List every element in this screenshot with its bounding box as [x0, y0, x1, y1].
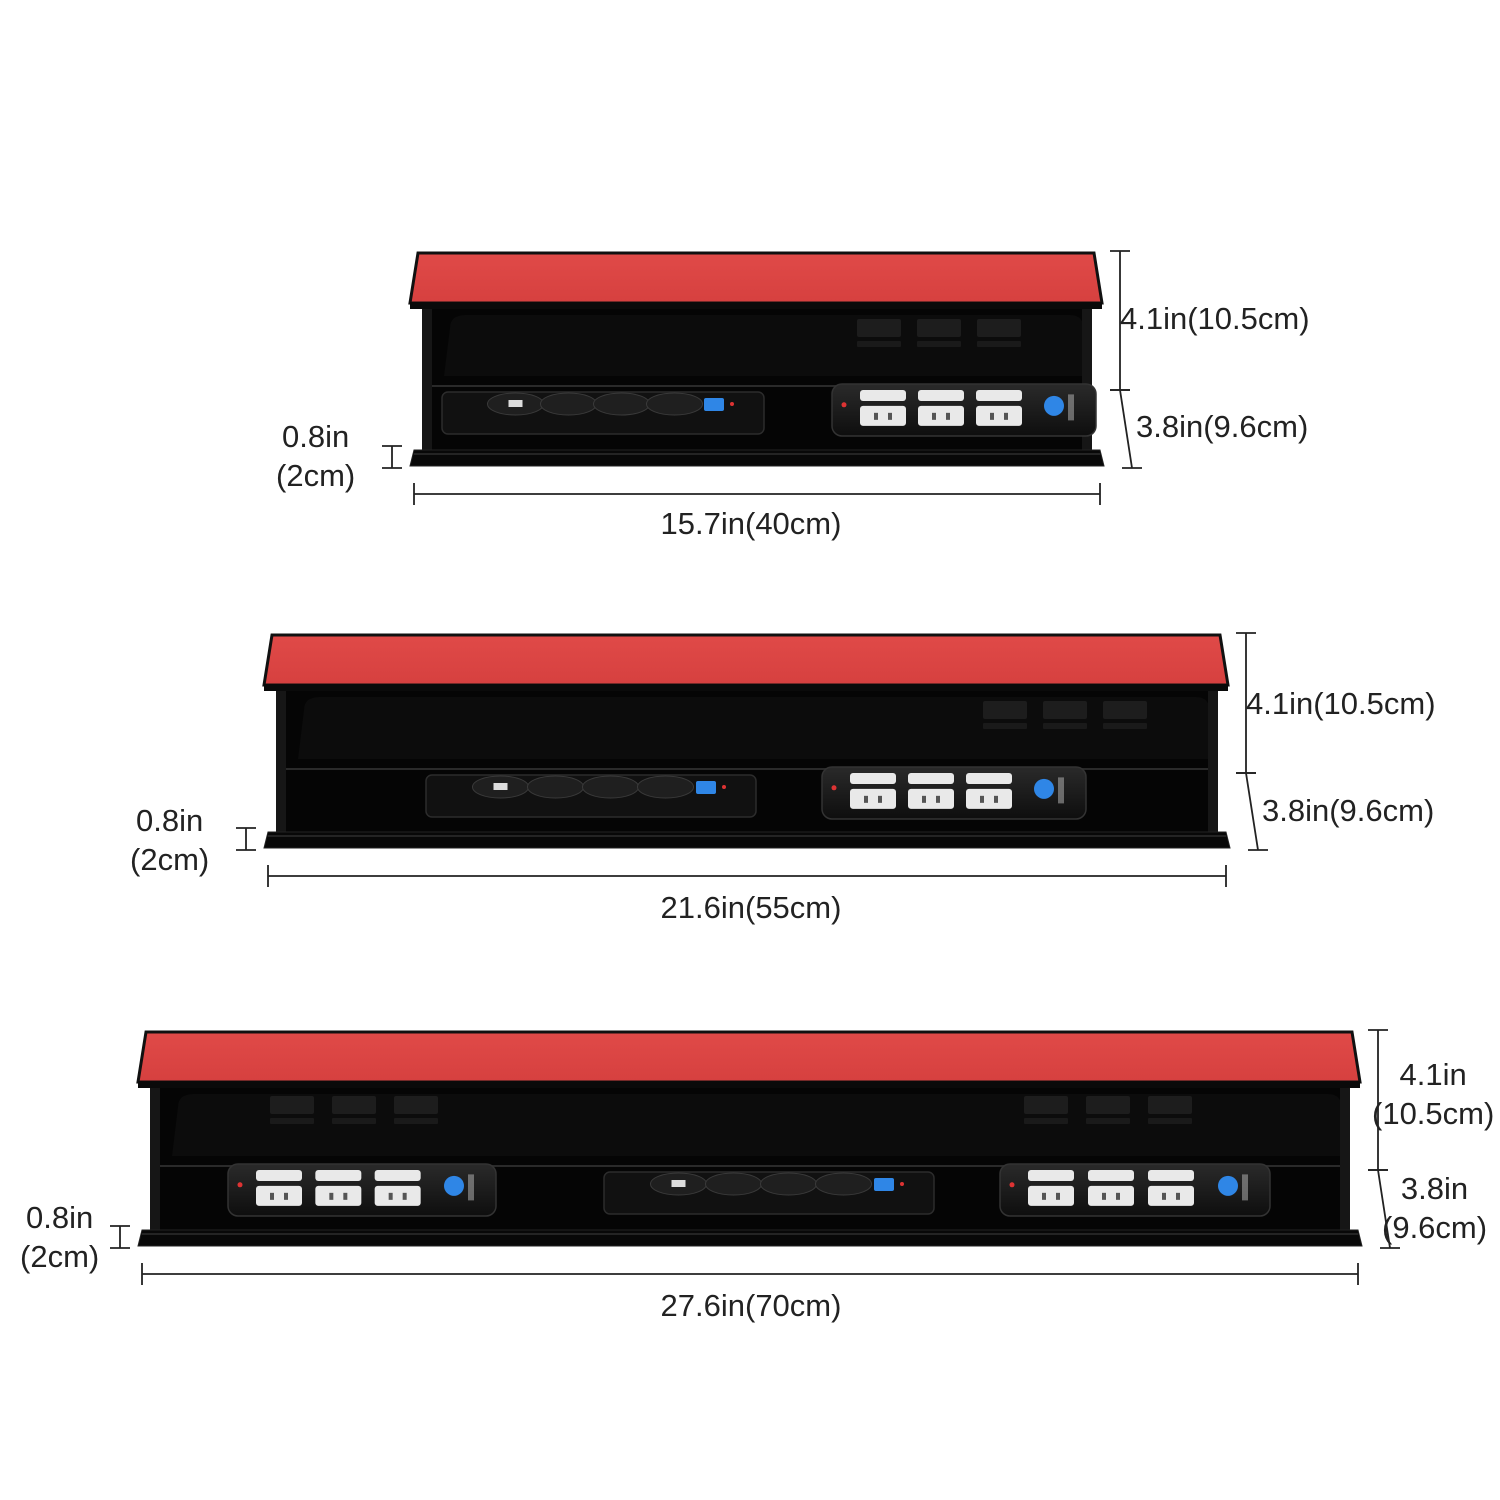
shelf-2	[262, 633, 1231, 849]
outlet-icon	[983, 701, 1027, 719]
outlet-icon	[637, 775, 694, 799]
red-lid	[262, 633, 1230, 687]
shelf-2-lower-height-label: 3.8in(9.6cm)	[1262, 793, 1435, 828]
outlet-icon	[917, 319, 961, 337]
switch-icon	[704, 398, 724, 411]
outlet-icon	[1088, 1170, 1134, 1181]
outlet-icon	[1148, 1170, 1194, 1181]
shelf-3-white-power-strip-right	[999, 1163, 1271, 1217]
outlet-icon	[540, 392, 597, 416]
shelf-1	[408, 251, 1105, 467]
shelf-3-base-height-dimension	[110, 1225, 130, 1249]
outlet-icon	[646, 392, 703, 416]
shelf-2-upper-height-label: 4.1in(10.5cm)	[1246, 686, 1436, 721]
outlet-icon	[1148, 1185, 1194, 1206]
shelf-1-base-height-dimension	[382, 445, 402, 469]
red-lid	[136, 1030, 1362, 1084]
shelf-3-lower-height-dimension	[1368, 1169, 1400, 1249]
shelf-3-base-height-label: 0.8in (2cm)	[20, 1200, 100, 1274]
outlet-icon	[1028, 1170, 1074, 1181]
shelf-3-upper-height-label: 4.1in (10.5cm)	[1372, 1057, 1495, 1131]
outlet-icon	[918, 390, 964, 401]
outlet-icon	[966, 788, 1012, 809]
shelf-2-white-power-strip	[821, 766, 1087, 820]
outlet-icon	[315, 1185, 362, 1206]
outlet-icon	[1024, 1096, 1068, 1114]
outlet-icon	[908, 773, 954, 784]
usb-port-icon	[508, 400, 523, 407]
shelf-3-black-power-strip	[603, 1171, 935, 1215]
outlet-icon	[1088, 1185, 1134, 1206]
switch-icon	[1034, 778, 1054, 799]
shelf-1-base-height-label: 0.8in (2cm)	[276, 419, 356, 493]
usb-port-icon	[493, 783, 508, 790]
shelf-2-lower-height-dimension	[1236, 772, 1268, 851]
outlet-icon	[527, 775, 584, 799]
shelf-1-width-label: 15.7in(40cm)	[660, 506, 842, 541]
shelf-3-width-label: 27.6in(70cm)	[660, 1288, 842, 1323]
shelf-base	[409, 449, 1105, 467]
shelf-1-lower-height-label: 3.8in(9.6cm)	[1136, 409, 1309, 444]
shelf-1-upper-height-label: 4.1in(10.5cm)	[1120, 301, 1310, 336]
shelf-2-black-power-strip	[425, 774, 757, 818]
outlet-icon	[270, 1096, 314, 1114]
outlet-icon	[1043, 701, 1087, 719]
shelf-2-base-height-label: 0.8in (2cm)	[130, 803, 210, 877]
outlet-icon	[256, 1185, 302, 1206]
shelf-3-white-power-strip-left	[227, 1163, 497, 1217]
usb-port-icon	[671, 1180, 686, 1187]
outlet-icon	[918, 405, 964, 426]
outlet-icon	[850, 788, 896, 809]
switch-icon	[696, 781, 716, 794]
shelf-3-lower-height-label: 3.8in (9.6cm)	[1382, 1171, 1488, 1245]
shelf-1-white-power-strip	[831, 383, 1097, 437]
upper-compartment	[298, 697, 1210, 759]
shelf-2-width-label: 21.6in(55cm)	[660, 890, 842, 925]
switch-icon	[1218, 1175, 1238, 1196]
outlet-icon	[374, 1170, 421, 1181]
outlet-icon	[850, 773, 896, 784]
outlet-icon	[332, 1096, 376, 1114]
outlet-icon	[760, 1172, 817, 1196]
shelf-1-lower-height-dimension	[1110, 389, 1142, 469]
outlet-icon	[860, 390, 906, 401]
outlet-icon	[976, 405, 1022, 426]
switch-icon	[874, 1178, 894, 1191]
switch-icon	[1044, 395, 1064, 416]
shelf-base	[137, 1229, 1363, 1247]
outlet-icon	[256, 1170, 302, 1181]
red-lid	[408, 251, 1104, 305]
outlet-icon	[394, 1096, 438, 1114]
outlet-icon	[857, 319, 901, 337]
outlet-icon	[582, 775, 639, 799]
outlet-icon	[976, 390, 1022, 401]
outlet-icon	[908, 788, 954, 809]
outlet-icon	[1028, 1185, 1074, 1206]
shelf-3-width-dimension	[141, 1263, 1359, 1285]
switch-icon	[444, 1175, 464, 1196]
outlet-icon	[315, 1170, 362, 1181]
shelf-2-base-height-dimension	[236, 827, 256, 851]
outlet-icon	[1086, 1096, 1130, 1114]
outlet-icon	[1103, 701, 1147, 719]
shelf-1-black-power-strip	[441, 391, 765, 435]
shelf-2-width-dimension	[267, 865, 1227, 887]
shelf-3	[136, 1030, 1363, 1247]
outlet-icon	[593, 392, 650, 416]
outlet-icon	[705, 1172, 762, 1196]
outlet-icon	[860, 405, 906, 426]
outlet-icon	[966, 773, 1012, 784]
shelf-1-width-dimension	[413, 483, 1101, 505]
outlet-icon	[815, 1172, 872, 1196]
outlet-icon	[977, 319, 1021, 337]
outlet-icon	[1148, 1096, 1192, 1114]
outlet-icon	[374, 1185, 421, 1206]
shelf-base	[263, 831, 1231, 849]
